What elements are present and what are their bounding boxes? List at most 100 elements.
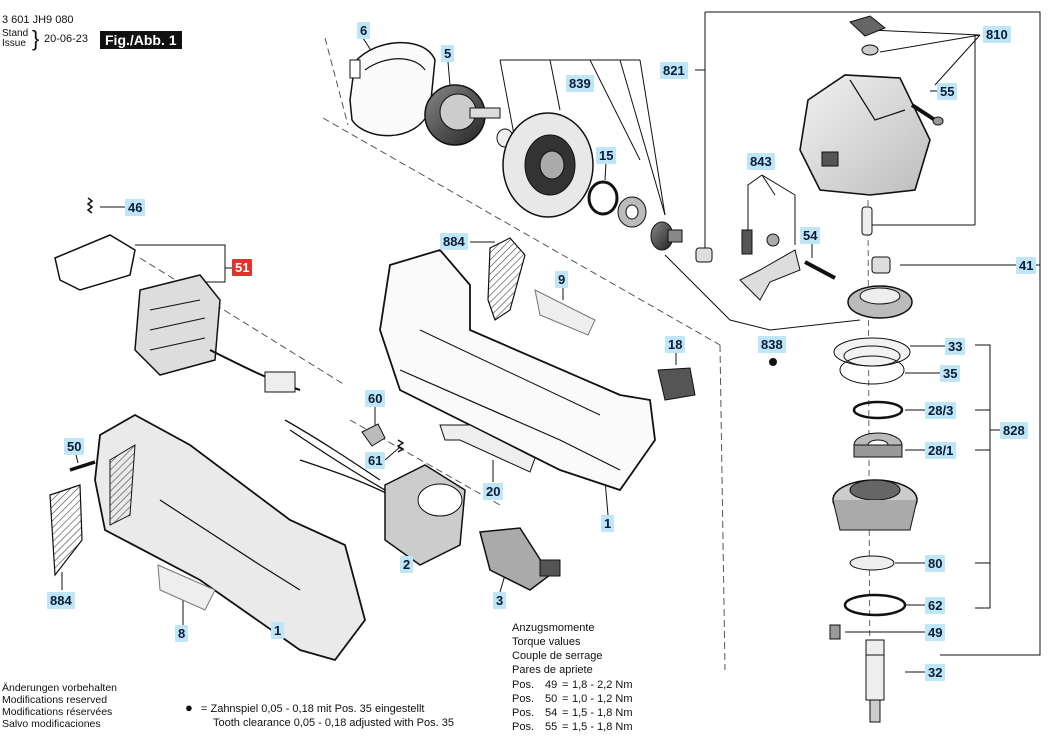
issue-label: Issue <box>2 38 26 49</box>
part-5-ring-gear <box>424 84 501 146</box>
callout-33: 33 <box>945 338 966 355</box>
torque-row-value: 1,5 - 1,8 Nm <box>572 707 633 719</box>
part-810-gear-housing <box>799 74 931 196</box>
part-51-electronics <box>134 274 301 393</box>
changes-note-fr: Modifications réservées <box>2 706 113 718</box>
torque-row-eq: = <box>562 679 569 691</box>
callout-51: 51 <box>232 259 253 276</box>
part-sleeve <box>695 247 713 263</box>
part-screw-55 <box>910 103 944 126</box>
tooth-clearance-de: = Zahnspiel 0,05 - 0,18 mit Pos. 35 eing… <box>201 703 425 715</box>
callout-884-rear: 884 <box>47 592 75 609</box>
callout-46: 46 <box>125 199 146 216</box>
callout-32: 32 <box>925 664 946 681</box>
spindle-axis <box>867 199 871 721</box>
callout-15: 15 <box>596 147 617 164</box>
callout-62: 62 <box>925 597 946 614</box>
callout-5: 5 <box>441 45 455 62</box>
callout-61: 61 <box>365 452 386 469</box>
part-839-gear-cover <box>502 112 594 218</box>
callout-50: 50 <box>64 438 85 455</box>
part-6-guard <box>349 41 436 137</box>
wires <box>284 419 391 496</box>
part-80-washer <box>849 555 895 571</box>
part-41-bushing <box>871 256 891 274</box>
part-lock-button <box>849 15 886 37</box>
part-lock-pin <box>861 206 873 236</box>
part-2-stator <box>384 464 466 566</box>
stand-label: Stand <box>2 28 29 39</box>
torque-row-eq: = <box>562 721 569 733</box>
part-8-label <box>157 564 216 611</box>
callout-60: 60 <box>365 390 386 407</box>
doc-number: 3 601 JH9 080 <box>2 14 74 26</box>
callout-35: 35 <box>940 365 961 382</box>
part-28-1-bearing <box>853 432 903 458</box>
callout-54: 54 <box>800 227 821 244</box>
tooth-clearance-en: Tooth clearance 0,05 - 0,18 adjusted wit… <box>213 717 454 729</box>
part-1-rear-housing <box>94 413 366 662</box>
part-15-ring <box>587 180 619 216</box>
torque-row-num: 49 <box>545 679 558 691</box>
callout-1-motor-housing: 1 <box>601 515 615 532</box>
callout-41: 41 <box>1016 257 1037 274</box>
tooth-clearance-bullet: ● <box>185 700 193 715</box>
torque-row-num: 50 <box>545 693 558 705</box>
part-20-slider <box>439 424 536 473</box>
torque-row-pos: Pos. <box>512 721 535 733</box>
part-61-spring <box>396 439 405 453</box>
callout-28-3: 28/3 <box>925 402 957 419</box>
callout-80: 80 <box>925 555 946 572</box>
part-bearing-small <box>617 196 647 228</box>
callout-3: 3 <box>493 592 507 609</box>
changes-note-es: Salvo modificaciones <box>2 718 101 730</box>
callout-2: 2 <box>400 556 414 573</box>
callout-20: 20 <box>483 483 504 500</box>
part-50-screw <box>69 460 96 472</box>
part-33-plate <box>833 337 911 385</box>
callout-810: 810 <box>983 26 1011 43</box>
callout-828: 828 <box>1000 422 1028 439</box>
part-pinion <box>650 221 683 251</box>
callout-884-top: 884 <box>440 233 468 250</box>
date: 20-06-23 <box>44 33 89 45</box>
callout-8: 8 <box>175 625 189 642</box>
part-9-label <box>534 289 596 336</box>
callout-55: 55 <box>937 83 958 100</box>
part-49-screw <box>829 624 841 640</box>
leader-lines <box>61 11 1041 673</box>
part-884-vent-grid <box>487 237 526 321</box>
torque-row-num: 54 <box>545 707 558 719</box>
part-884-vent-grid-rear <box>49 484 83 577</box>
part-flange-housing <box>832 479 918 531</box>
torque-row-pos: Pos. <box>512 679 535 691</box>
callout-18: 18 <box>665 336 686 353</box>
torque-row-pos: Pos. <box>512 693 535 705</box>
part-46-spring <box>86 197 94 214</box>
part-spring-cap <box>861 44 879 56</box>
torque-title-de: Anzugsmomente <box>512 622 595 634</box>
torque-row-eq: = <box>562 707 569 719</box>
torque-row-value: 1,0 - 1,2 Nm <box>572 693 633 705</box>
part-838-marker-dot <box>769 358 777 366</box>
callout-843: 843 <box>747 153 775 170</box>
callout-838: 838 <box>758 336 786 353</box>
date-brace: } <box>32 26 40 51</box>
torque-row-pos: Pos. <box>512 707 535 719</box>
torque-row-num: 55 <box>545 721 558 733</box>
part-3-rotor <box>479 527 561 591</box>
part-crown-gear <box>847 285 913 319</box>
part-switch-bracket <box>54 234 136 291</box>
figure-label: Fig./Abb. 1 <box>100 31 182 49</box>
torque-title-en: Torque values <box>512 636 581 648</box>
torque-row-value: 1,5 - 1,8 Nm <box>572 721 633 733</box>
changes-note-en: Modifications reserved <box>2 694 108 706</box>
part-62-o-ring <box>843 593 907 617</box>
callout-49: 49 <box>925 624 946 641</box>
callout-28-1: 28/1 <box>925 442 957 459</box>
changes-note-de: Änderungen vorbehalten <box>2 682 118 694</box>
callout-1-rear-housing: 1 <box>271 622 285 639</box>
part-18-cap <box>657 367 696 401</box>
